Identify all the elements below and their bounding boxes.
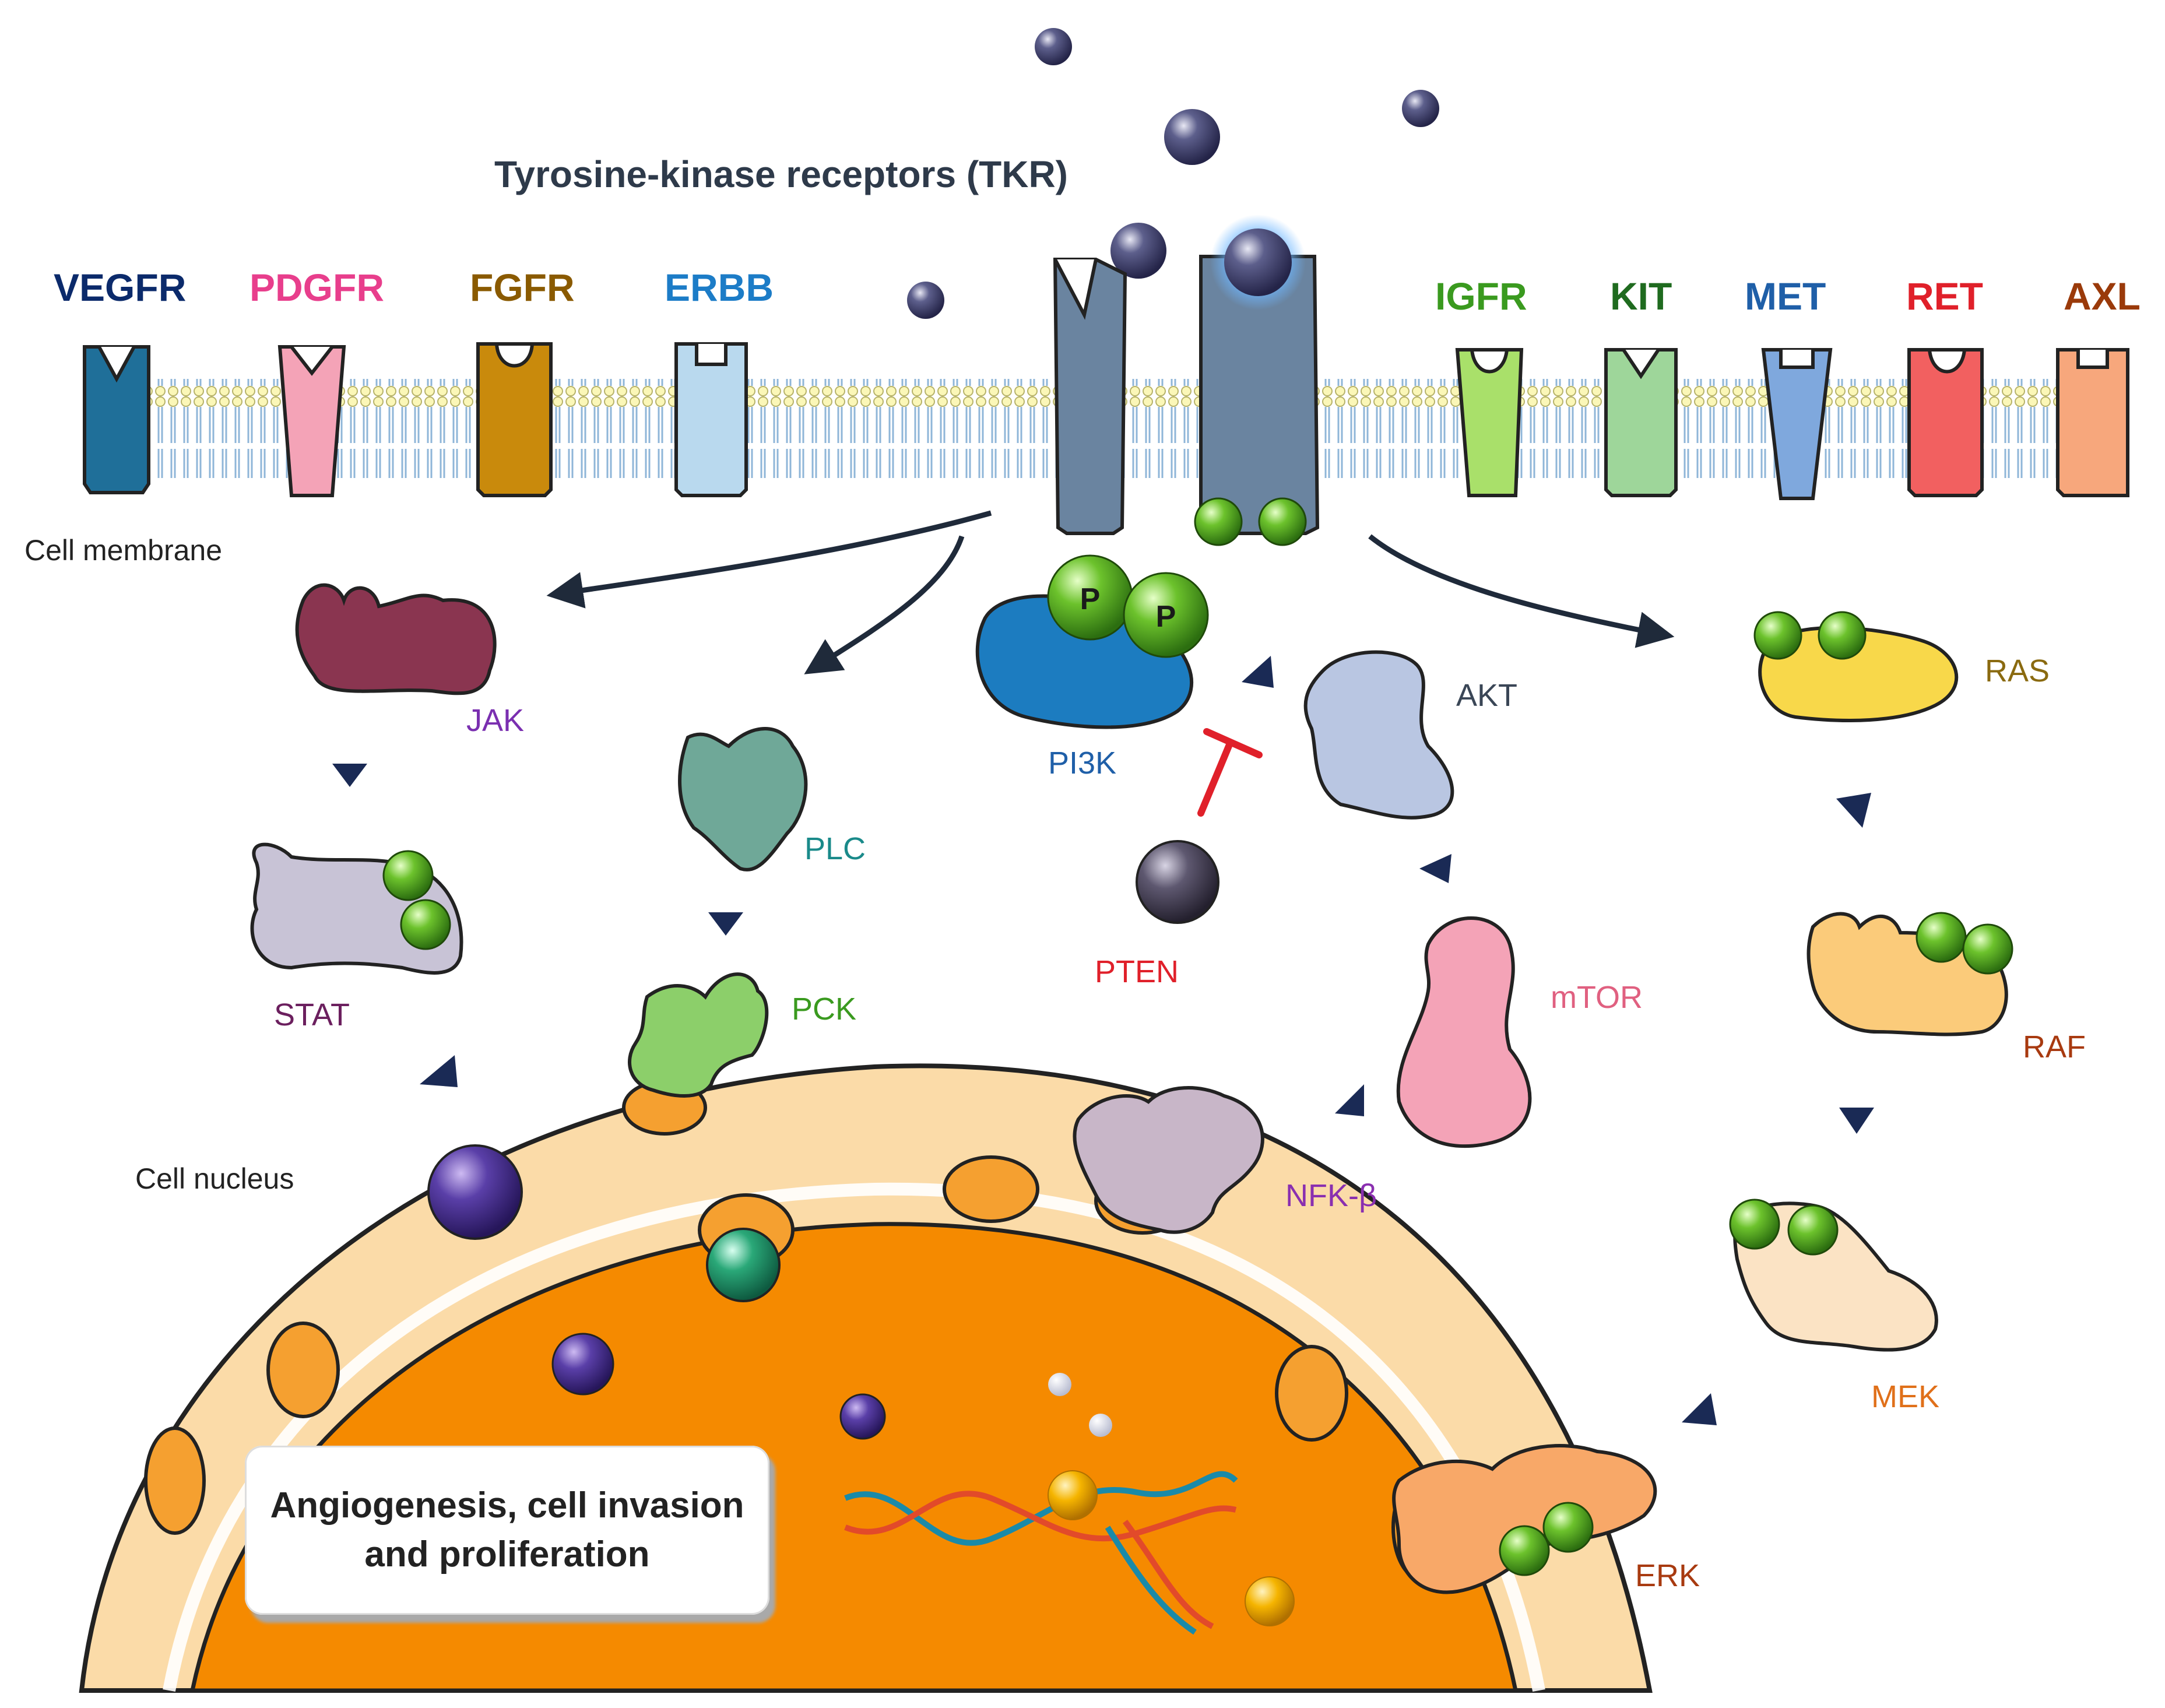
ligand-spheres [907,28,1439,319]
plc-protein [678,727,808,871]
pi3k-protein [975,554,1209,729]
receptor-igfr [1455,348,1524,497]
label-nfkb: NFK-β [1285,1178,1377,1213]
label-stat: STAT [274,997,350,1032]
receptor-pdgfr [277,345,346,497]
dna-helix [844,1471,1238,1635]
label-pten: PTEN [1095,954,1179,989]
label-cell-membrane: Cell membrane [24,534,223,567]
label-mek: MEK [1871,1379,1940,1414]
dimer-phospho-ball-1 [1194,497,1243,546]
label-pdgfr: PDGFR [249,266,384,309]
dimer-phospho-ball-2 [1258,497,1307,546]
label-cell-nucleus: Cell nucleus [135,1162,294,1195]
receptor-ret [1907,348,1984,497]
label-plc: PLC [804,831,866,866]
label-fgfr: FGFR [470,266,575,309]
pck-protein [628,972,769,1098]
receptor-fgfr [476,342,553,497]
receptor-axl [2056,348,2129,497]
result-text: Angiogenesis, cell invasion and prolifer… [270,1485,744,1575]
label-ret: RET [1906,275,1983,318]
receptor-tkr-dimer [1053,215,1320,535]
diagram-title: Tyrosine-kinase receptors (TKR) [494,153,1068,195]
label-vegfr: VEGFR [54,266,187,309]
stat-protein [250,842,463,975]
nuclear-molecules [427,1144,1295,1626]
label-kit: KIT [1610,275,1672,318]
mek-protein [1729,1199,1938,1352]
jak-protein [295,583,497,695]
result-box: Angiogenesis, cell invasion and prolifer… [245,1446,769,1615]
receptor-erbb [674,342,748,497]
label-igfr: IGFR [1435,275,1527,318]
mtor-protein [1396,916,1532,1148]
step-arrowheads [332,656,1874,1425]
label-axl: AXL [2064,275,2141,318]
erk-protein [1392,1444,1657,1594]
pten-inhibition-symbol [1197,728,1263,817]
label-jak: JAK [466,703,525,738]
akt-protein [1303,650,1454,820]
label-raf: RAF [2023,1029,2086,1064]
label-erbb: ERBB [665,266,774,309]
label-erk: ERK [1635,1558,1700,1593]
label-akt: AKT [1456,678,1518,713]
raf-protein [1806,912,2013,1036]
receptor-kit [1604,348,1678,497]
label-pi3k: PI3K [1048,746,1117,781]
signal-arrows [546,510,1675,674]
phospho-label-1: P [1080,582,1101,616]
ras-protein [1753,611,1959,722]
nfkb-protein [1073,1086,1264,1234]
label-ras: RAS [1985,653,2050,688]
receptor-met [1761,348,1833,500]
label-met: MET [1745,275,1826,318]
phospho-label-2: P [1156,600,1176,634]
pten-protein [1136,840,1219,924]
label-mtor: mTOR [1551,980,1643,1015]
phospho-ball-2 [1123,572,1209,658]
receptor-vegfr [83,345,150,494]
label-pck: PCK [792,992,857,1027]
